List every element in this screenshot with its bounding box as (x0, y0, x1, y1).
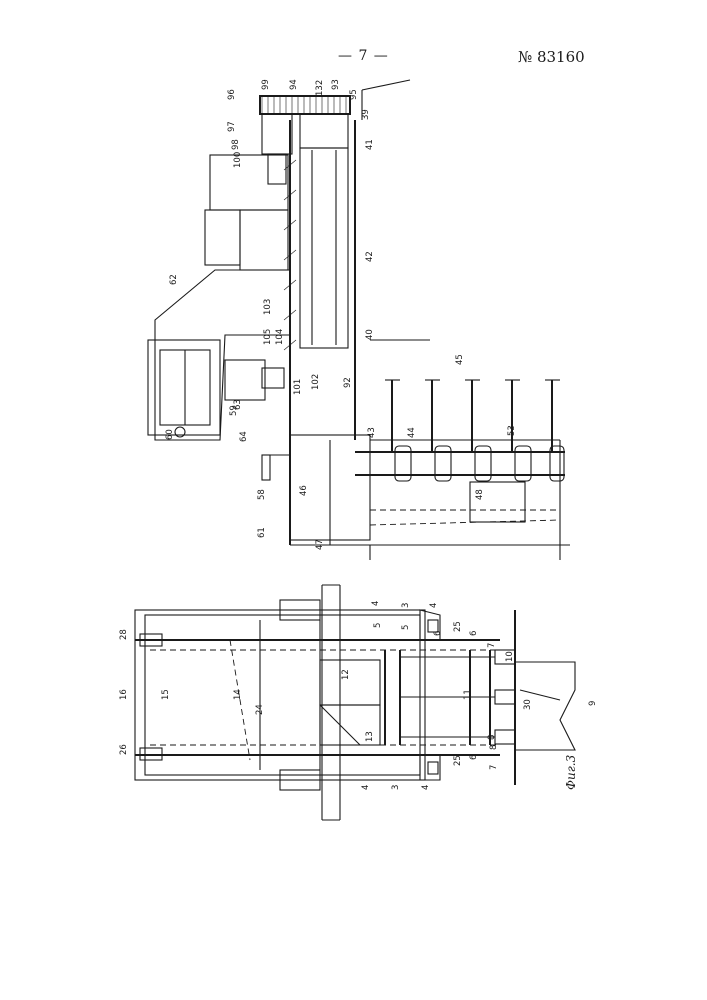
label-4c: 4 (421, 785, 431, 790)
top-drawing (148, 80, 570, 560)
label-102: 102 (311, 374, 321, 390)
label-7: 7 (487, 643, 497, 648)
label-4b: 4 (429, 603, 439, 608)
label-28: 28 (119, 629, 129, 640)
label-30: 30 (523, 699, 533, 710)
bottom-drawing (135, 585, 575, 820)
label-41: 41 (365, 139, 375, 150)
label-96: 96 (227, 89, 237, 100)
label-64: 64 (239, 431, 249, 442)
label-43: 43 (367, 427, 377, 438)
label-13: 13 (365, 731, 375, 742)
label-46: 46 (299, 485, 309, 496)
label-98: 98 (231, 139, 241, 150)
label-100: 100 (233, 152, 243, 168)
label-6b: 6 (433, 631, 443, 636)
label-8b: 8 (489, 745, 499, 750)
label-97: 97 (227, 121, 237, 132)
label-53: 53 (507, 425, 517, 436)
label-48: 48 (475, 489, 485, 500)
label-12: 12 (341, 669, 351, 680)
label-132: 132 (315, 80, 325, 96)
label-15: 15 (161, 689, 171, 700)
label-8: 8 (487, 735, 497, 740)
label-62: 62 (169, 274, 179, 285)
label-93: 93 (331, 79, 341, 90)
label-10: 10 (505, 651, 515, 662)
label-16: 16 (119, 689, 129, 700)
label-104: 104 (275, 329, 285, 345)
label-103: 103 (263, 299, 273, 315)
label-61: 61 (257, 527, 267, 538)
label-47: 47 (315, 539, 325, 550)
label-5b: 5 (401, 625, 411, 630)
label-25b: 25 (453, 755, 463, 766)
label-3: 3 (401, 603, 411, 608)
figure-caption: Фиг.3 (564, 754, 578, 790)
label-94: 94 (289, 79, 299, 90)
label-14: 14 (233, 689, 243, 700)
label-99: 99 (261, 79, 271, 90)
label-7b: 7 (489, 765, 499, 770)
label-40: 40 (365, 329, 375, 340)
label-5: 5 (373, 623, 383, 628)
label-45: 45 (455, 354, 465, 365)
label-4d: 4 (361, 785, 371, 790)
label-4: 4 (371, 601, 381, 606)
label-26: 26 (119, 744, 129, 755)
label-25: 25 (453, 621, 463, 632)
label-58: 58 (257, 489, 267, 500)
label-39: 39 (361, 109, 371, 120)
label-6c: 6 (469, 755, 479, 760)
top-labels: 96 99 94 132 93 95 97 39 98 41 100 42 62… (165, 79, 517, 550)
label-9: 9 (588, 701, 598, 706)
label-42: 42 (365, 251, 375, 262)
bottom-labels: 28 16 15 26 14 24 12 13 3 4 4 5 5 25 6 6… (119, 601, 598, 790)
label-6: 6 (469, 631, 479, 636)
label-105: 105 (263, 329, 273, 345)
label-24: 24 (255, 704, 265, 715)
label-101: 101 (293, 379, 303, 395)
label-44: 44 (407, 427, 417, 438)
label-60: 60 (165, 429, 175, 440)
label-92: 92 (343, 377, 353, 388)
label-3b: 3 (391, 785, 401, 790)
label-59: 59 (229, 405, 239, 416)
label-11: 11 (463, 689, 473, 700)
label-95: 95 (349, 89, 359, 100)
